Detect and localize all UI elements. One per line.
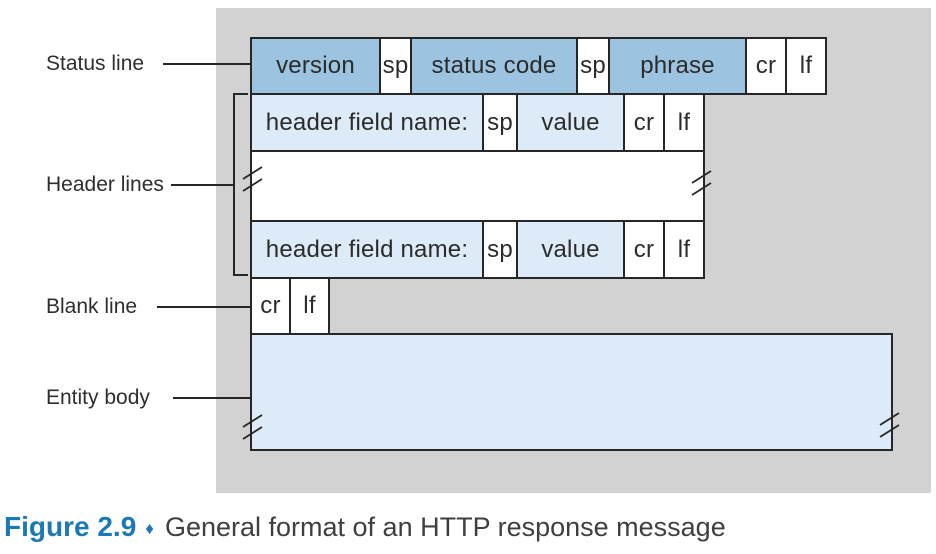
cell-value: value [516,93,625,152]
figure-caption-number: Figure 2.9 [4,511,137,542]
figure-caption: Figure 2.9 ♦ General format of an HTTP r… [4,511,726,543]
cell-cr: cr [250,277,291,335]
cell-lf: lf [663,93,705,152]
cell-cr: cr [623,93,665,152]
entity-body-box [250,333,893,451]
header-lines-gap [250,150,705,222]
cell-lf: lf [289,277,330,335]
cell-sp: sp [482,93,518,152]
cell-lf: lf [663,220,705,279]
cell-sp: sp [482,220,518,279]
cell-sp: sp [576,37,610,95]
label-entity-body: Entity body [46,386,150,409]
label-header-lines: Header lines [46,173,164,196]
cell-version: version [250,37,381,95]
figure-caption-text: General format of an HTTP response messa… [164,512,726,542]
cell-cr: cr [623,220,665,279]
cell-status-code: status code [410,37,578,95]
cell-cr: cr [745,37,787,95]
cell-header-field-name: header field name: [250,220,484,279]
cell-lf: lf [785,37,827,95]
label-blank-line: Blank line [46,295,138,318]
cell-sp: sp [379,37,412,95]
cell-value: value [516,220,625,279]
diamond-icon: ♦ [145,519,154,538]
cell-header-field-name: header field name: [250,93,484,152]
cell-phrase: phrase [608,37,747,95]
label-status-line: Status line [46,52,145,75]
